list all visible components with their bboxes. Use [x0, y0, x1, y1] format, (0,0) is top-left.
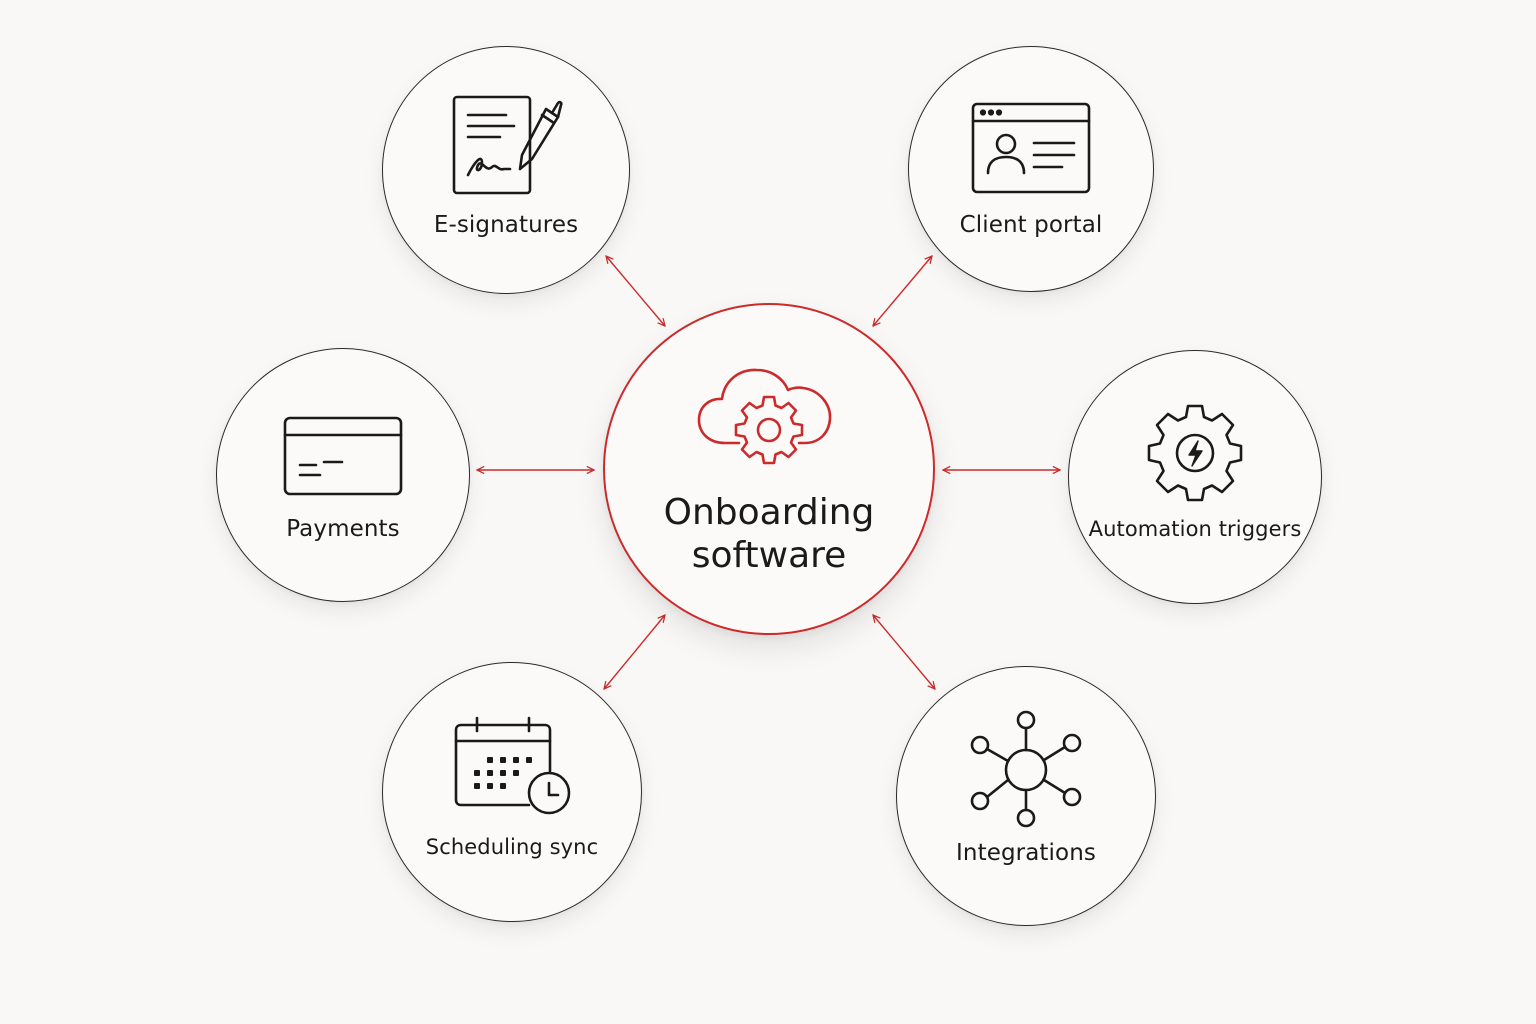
hub-title: Onboarding software — [605, 491, 933, 577]
node-payments: Payments — [216, 348, 470, 602]
node-label-e-signatures: E-signatures — [433, 212, 579, 238]
node-label-client-portal: Client portal — [959, 212, 1103, 238]
node-label-payments: Payments — [286, 516, 400, 542]
node-label-automation-triggers: Automation triggers — [1088, 517, 1302, 541]
gear-lightning-icon — [1069, 401, 1321, 505]
hub-onboarding-software: Onboarding software — [603, 303, 935, 635]
node-automation-triggers: Automation triggers — [1068, 350, 1322, 604]
hub-title-line1: Onboarding — [663, 492, 875, 533]
connector-client-portal — [873, 256, 932, 326]
calendar-clock-icon — [383, 715, 641, 815]
node-integrations: Integrations — [896, 666, 1156, 926]
connector-integrations — [873, 615, 935, 689]
hub-title-line2: software — [691, 535, 847, 576]
credit-card-icon — [217, 415, 469, 497]
node-scheduling-sync: Scheduling sync — [382, 662, 642, 922]
document-signature-icon — [383, 93, 629, 197]
cloud-gear-icon — [605, 353, 933, 473]
node-label-scheduling-sync: Scheduling sync — [425, 835, 599, 859]
network-hub-icon — [897, 707, 1155, 831]
node-label-integrations: Integrations — [956, 840, 1096, 866]
node-client-portal: Client portal — [908, 46, 1154, 292]
connector-e-signatures — [606, 256, 665, 326]
node-e-signatures: E-signatures — [382, 46, 630, 294]
browser-profile-icon — [909, 101, 1153, 195]
connector-scheduling-sync — [604, 615, 665, 689]
